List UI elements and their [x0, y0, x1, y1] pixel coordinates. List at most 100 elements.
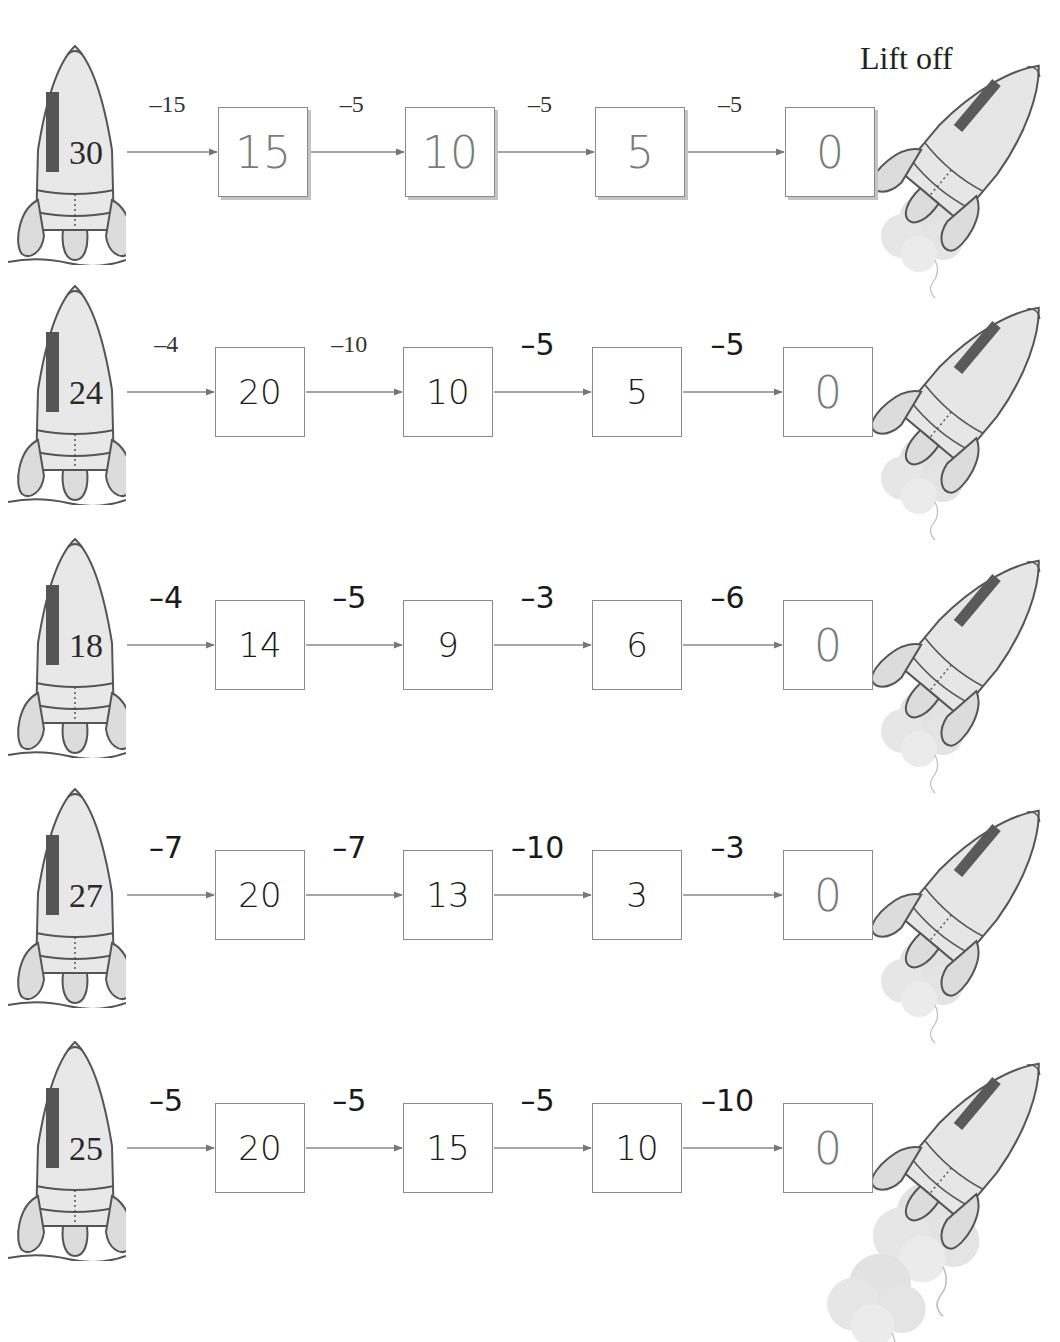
countdown-number: 10 — [422, 127, 478, 178]
rocket-fin — [63, 723, 88, 753]
rocket-fin — [18, 1196, 44, 1252]
countdown-number: 0 — [816, 127, 844, 178]
countdown-arrow — [127, 1147, 214, 1149]
subtraction-label: –5 — [708, 327, 748, 362]
rocket-body — [36, 789, 114, 973]
countdown-box: 5 — [595, 107, 685, 197]
countdown-number: 0 — [814, 1123, 842, 1174]
countdown-number: 13 — [426, 875, 469, 915]
rocket-body — [36, 46, 114, 230]
rocket-fin — [63, 973, 88, 1003]
rocket-window — [46, 585, 59, 665]
countdown-box: 14 — [215, 600, 305, 690]
subtraction-label: –5 — [518, 1083, 558, 1118]
flying-rocket — [866, 272, 1060, 499]
rocket-fin — [106, 1196, 126, 1252]
countdown-box: 0 — [783, 1103, 873, 1193]
countdown-number: 20 — [238, 1128, 281, 1168]
countdown-number: 0 — [814, 367, 842, 418]
rocket-nose-line — [68, 794, 82, 797]
countdown-number: 15 — [235, 127, 291, 178]
countdown-arrow — [494, 644, 591, 646]
ground-line — [8, 259, 126, 265]
rocket-number: 25 — [69, 1130, 103, 1168]
countdown-number: 9 — [437, 625, 459, 665]
smoke-cloud — [827, 1254, 925, 1342]
subtraction-label: –5 — [329, 1083, 369, 1118]
countdown-arrow — [127, 151, 217, 153]
countdown-arrow — [127, 644, 214, 646]
countdown-arrow — [686, 151, 784, 153]
countdown-arrow — [494, 391, 591, 393]
lift-off-label: Lift off — [860, 40, 953, 77]
subtraction-label: –10 — [328, 331, 370, 358]
rocket-band — [36, 1186, 114, 1212]
rocket-outline — [8, 40, 126, 265]
rocket-seam — [74, 1190, 76, 1226]
countdown-arrow — [683, 1147, 782, 1149]
countdown-number: 6 — [626, 625, 648, 665]
rocket-nose-line — [68, 291, 82, 294]
rocket-node: 24 — [8, 280, 126, 505]
countdown-box: 15 — [218, 107, 308, 197]
rocket-fin — [18, 693, 44, 749]
subtraction-label: –3 — [708, 830, 748, 865]
flying-rocket — [866, 525, 1060, 752]
rocket-fin — [106, 200, 126, 256]
countdown-arrow — [683, 894, 782, 896]
countdown-box: 13 — [403, 850, 493, 940]
ground-line — [8, 1002, 126, 1008]
countdown-arrow — [127, 391, 214, 393]
countdown-arrow — [494, 1147, 591, 1149]
rocket-number: 18 — [69, 627, 103, 665]
rocket-node: 18 — [8, 533, 126, 758]
countdown-box: 6 — [592, 600, 682, 690]
rocket-node: 27 — [8, 783, 126, 1008]
countdown-box: 3 — [592, 850, 682, 940]
rocket-node: 30 — [8, 40, 126, 265]
countdown-box: 5 — [592, 347, 682, 437]
countdown-number: 14 — [238, 625, 281, 665]
countdown-box: 10 — [592, 1103, 682, 1193]
rocket-window — [46, 92, 59, 172]
ground-line — [8, 1255, 126, 1261]
rocket-fin — [106, 943, 126, 999]
subtraction-label: –7 — [146, 830, 186, 865]
rocket-fin — [63, 230, 88, 260]
countdown-arrow — [683, 644, 782, 646]
rocket-fin — [106, 693, 126, 749]
flying-rocket — [866, 1028, 1060, 1255]
countdown-number: 20 — [238, 875, 281, 915]
rocket-seam — [74, 194, 76, 230]
countdown-box: 0 — [785, 107, 875, 197]
rocket-nose-line — [68, 1047, 82, 1050]
rocket-fin — [106, 440, 126, 496]
subtraction-label: –15 — [147, 91, 189, 118]
subtraction-label: –5 — [329, 580, 369, 615]
subtraction-label: –6 — [708, 580, 748, 615]
countdown-number: 20 — [238, 372, 281, 412]
rocket-outline — [8, 783, 126, 1008]
ground-line — [8, 499, 126, 505]
countdown-arrow — [309, 151, 404, 153]
countdown-number: 10 — [426, 372, 469, 412]
countdown-number: 3 — [626, 875, 648, 915]
rocket-outline — [8, 280, 126, 505]
subtraction-label: –5 — [525, 91, 555, 118]
countdown-number: 0 — [814, 870, 842, 921]
countdown-number: 5 — [626, 372, 648, 412]
subtraction-label: –7 — [329, 830, 369, 865]
countdown-arrow — [306, 1147, 402, 1149]
rocket-node: 25 — [8, 1036, 126, 1261]
rocket-outline — [8, 1036, 126, 1261]
rocket-band — [36, 190, 114, 216]
rocket-band — [36, 683, 114, 709]
rocket-window — [46, 332, 59, 412]
countdown-box: 20 — [215, 850, 305, 940]
subtraction-label: –4 — [151, 331, 181, 358]
rocket-fin — [18, 200, 44, 256]
countdown-arrow — [306, 894, 402, 896]
